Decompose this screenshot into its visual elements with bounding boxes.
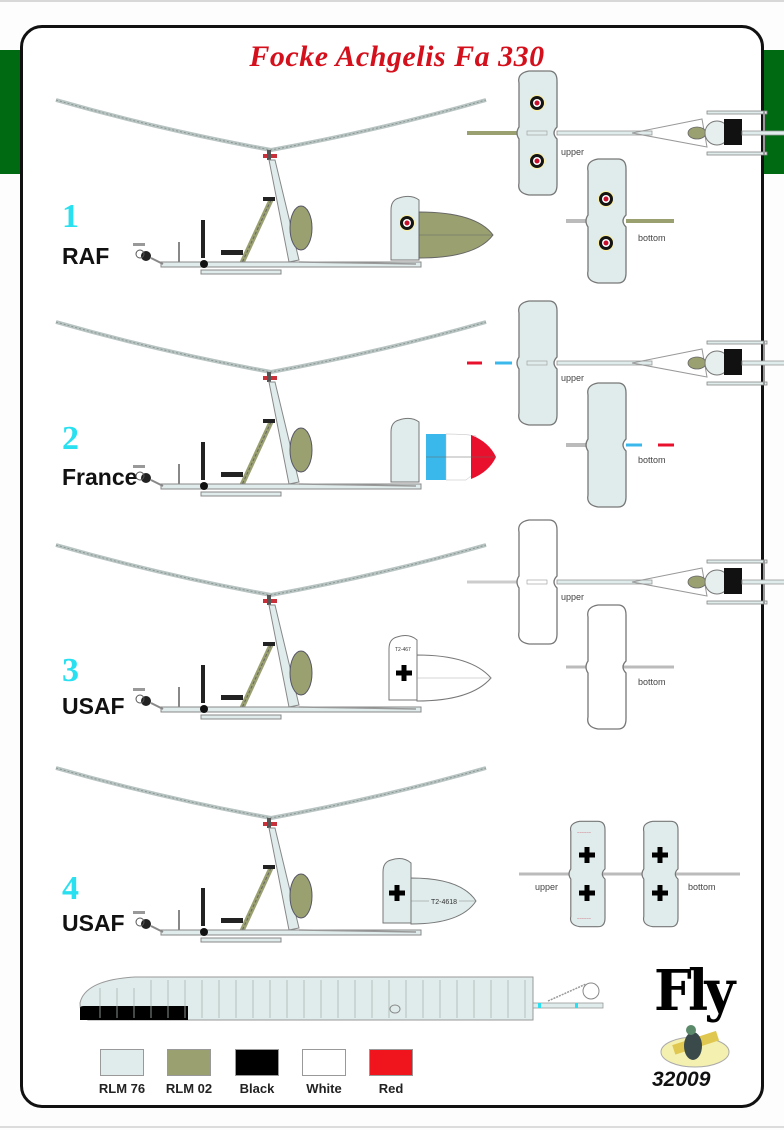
- swatch-label-rlm-76: RLM 76: [98, 1081, 146, 1096]
- swatch-black: [235, 1049, 279, 1076]
- swatch-label-red: Red: [378, 1081, 404, 1096]
- scheme-4-number: 4: [62, 870, 79, 907]
- top-border-line: [0, 0, 784, 2]
- scheme-2-upper-label: upper: [561, 373, 584, 383]
- scheme-2-side-view: [56, 322, 496, 496]
- scheme-1-upper-label: upper: [561, 147, 584, 157]
- scheme-4-name: USAF: [62, 910, 125, 936]
- scheme-2-top-view-bottom: bottom: [566, 382, 674, 508]
- scheme-3-side-view: T2-467: [56, 545, 492, 719]
- scheme-3-fin-code: T2-467: [395, 647, 411, 653]
- scheme-3-number: 3: [62, 652, 79, 689]
- scheme-3-name: USAF: [62, 693, 125, 719]
- svg-text:~~~~~~: ~~~~~~: [577, 916, 592, 921]
- scheme-2-top-view-upper: upper: [467, 300, 784, 426]
- scheme-2-bottom-label: bottom: [638, 455, 666, 465]
- scheme-3-upper-label: upper: [561, 592, 584, 602]
- swatch-label-rlm-02: RLM 02: [165, 1081, 213, 1096]
- scheme-1-bottom-label: bottom: [638, 233, 666, 243]
- swatch-label-black: Black: [239, 1081, 275, 1096]
- scheme-3-top-view-upper: upper: [467, 519, 784, 645]
- swatch-label-white: White: [306, 1081, 342, 1096]
- scheme-3-bottom-label: bottom: [638, 677, 666, 687]
- scheme-1-name: RAF: [62, 243, 110, 269]
- scheme-1-top-view-bottom: bottom: [566, 158, 674, 284]
- scheme-4-bottom-label: bottom: [688, 882, 716, 892]
- scheme-4-top-view-bottom: bottom: [614, 820, 740, 928]
- scheme-4-top-view-upper: ~~~~~~ ~~~~~~ upper: [519, 820, 623, 928]
- scheme-1-top-view-upper: upper: [467, 70, 784, 196]
- fly-mascot-icon: [660, 1025, 730, 1068]
- swatch-red: [369, 1049, 413, 1076]
- scheme-4-side-view: T2-4618: [56, 768, 486, 942]
- swatch-rlm-02: [167, 1049, 211, 1076]
- bottom-border-line: [0, 1126, 784, 1128]
- swatch-white: [302, 1049, 346, 1076]
- scheme-2-name: France: [62, 464, 138, 490]
- catalog-number: 32009: [652, 1068, 711, 1091]
- scheme-2-number: 2: [62, 420, 79, 457]
- brand-logo: Fly: [654, 958, 735, 1024]
- scheme-1-side-view: [56, 100, 494, 274]
- green-accent-band-left: [0, 50, 20, 174]
- svg-text:~~~~~~: ~~~~~~: [577, 830, 592, 835]
- scheme-4-cone-code: T2-4618: [431, 899, 457, 906]
- scheme-1-number: 1: [62, 198, 79, 235]
- green-accent-band-right: [764, 50, 784, 174]
- sheet-title: Focke Achgelis Fa 330: [249, 40, 545, 73]
- swatch-rlm-76: [100, 1049, 144, 1076]
- scheme-3-top-view-bottom: bottom: [566, 604, 674, 730]
- scheme-4-upper-label: upper: [535, 882, 558, 892]
- rotor-blade-planform: [79, 976, 604, 1021]
